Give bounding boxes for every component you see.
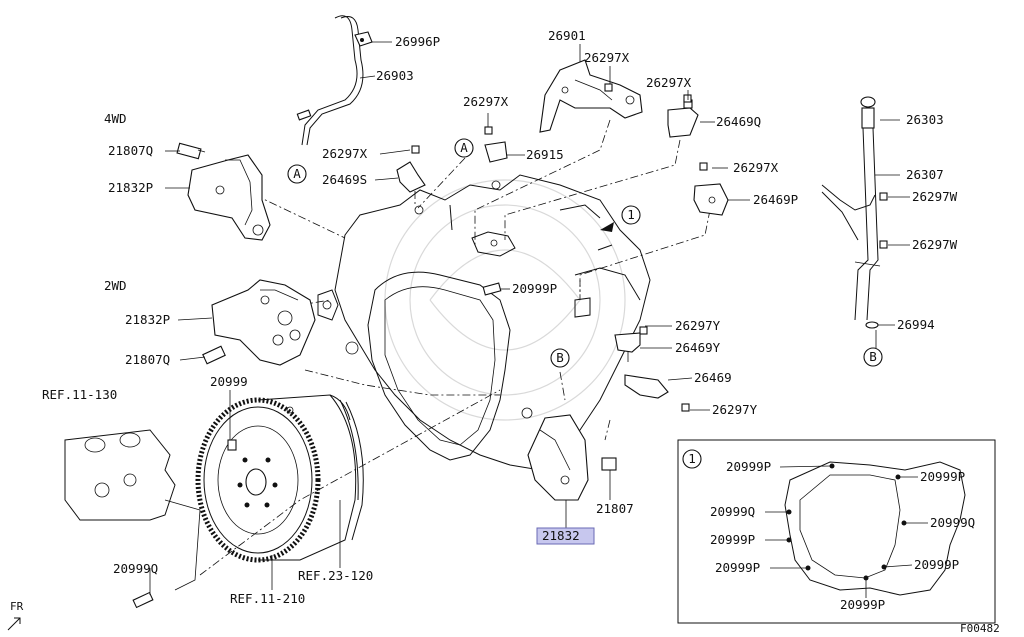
harness-bracket [539,59,643,133]
label-26297Y-upper: 26297Y [675,318,721,333]
label-26903: 26903 [376,68,414,83]
label-20999: 20999 [210,374,248,389]
bolts [132,83,888,609]
label-21807Q-4wd: 21807Q [108,143,153,158]
callout-b-1: B [556,350,564,365]
label-26297X-left: 26297X [322,146,368,161]
label-4wd: 4WD [104,111,127,126]
mount-bracket-4wd [176,142,271,241]
transmission-case [317,174,651,471]
inset-label-6: 20999P [914,557,959,572]
highlight-box[interactable] [536,527,595,545]
callout-b-2: B [869,349,877,364]
part-21832-highlight[interactable]: 21832 [536,527,595,545]
inset-label-8: 20999P [840,597,885,612]
label-26996P: 26996P [395,34,440,49]
inset-label-1: 20999P [726,459,771,474]
label-26297W-lower: 26297W [912,237,958,252]
inset-label-2: 20999P [920,469,965,484]
label-21832P-2wd: 21832P [125,312,170,327]
lower-bracket-21832 [527,414,589,501]
label-21832-highlighted[interactable]: 21832 [542,528,580,543]
clip-26469Y [614,332,641,362]
label-20999Q: 20999Q [113,561,158,576]
label-2wd: 2WD [104,278,127,293]
breather-tube [296,15,373,146]
inset-callout-1: 1 [688,451,696,466]
orientation-marker: FR [7,600,24,631]
label-26297X-top: 26297X [584,50,630,65]
detail-inset: 1 20999P 20999P 20999Q 20999Q 20999P 209… [677,439,996,624]
label-21807: 21807 [596,501,634,516]
label-26297X-right: 26297X [646,75,692,90]
label-26297X-mid: 26297X [463,94,509,109]
fr-label: FR [10,600,24,613]
clip-26915 [484,141,508,163]
engine-block-ref [64,429,201,591]
leader-lines [149,41,910,595]
label-26469: 26469 [694,370,732,385]
callout-1-main: 1 [627,207,635,222]
part-labels: 26996P 26903 26901 26297X 26297X 26469Q … [42,28,958,606]
inset-label-7: 20999P [715,560,760,575]
label-26901: 26901 [548,28,586,43]
label-26469Y: 26469Y [675,340,721,355]
label-26297Y-lower: 26297Y [712,402,758,417]
inset-label-3: 20999Q [710,504,755,519]
clip-26469P [693,183,729,216]
label-21807Q-2wd: 21807Q [125,352,170,367]
label-26469Q: 26469Q [716,114,761,129]
label-26303: 26303 [906,112,944,127]
label-26994: 26994 [897,317,935,332]
label-ref-11-210: REF.11-210 [230,591,305,606]
fr-arrow-icon [7,617,21,631]
label-26297W-upper: 26297W [912,189,958,204]
callouts: A A B B 1 [287,138,883,368]
inset-label-5: 20999P [710,532,755,547]
mount-bracket-2wd [202,279,316,366]
label-26915: 26915 [526,147,564,162]
label-20999P: 20999P [512,281,557,296]
callout-a-1: A [293,166,301,181]
guide-lines [199,119,711,576]
figure-code: F00482 [960,622,1000,635]
label-ref-11-130: REF.11-130 [42,387,117,402]
label-26469P: 26469P [753,192,798,207]
clip-26469 [624,374,669,399]
label-ref-23-120: REF.23-120 [298,568,373,583]
label-26297X-lower: 26297X [733,160,779,175]
drive-plate [195,394,364,563]
clip-26469Q [667,99,699,138]
inset-label-4: 20999Q [930,515,975,530]
dipstick [821,96,881,329]
label-21832P-4wd: 21832P [108,180,153,195]
clip-26469S [396,161,426,193]
label-26469S: 26469S [322,172,367,187]
callout-a-2: A [460,140,468,155]
label-26307: 26307 [906,167,944,182]
